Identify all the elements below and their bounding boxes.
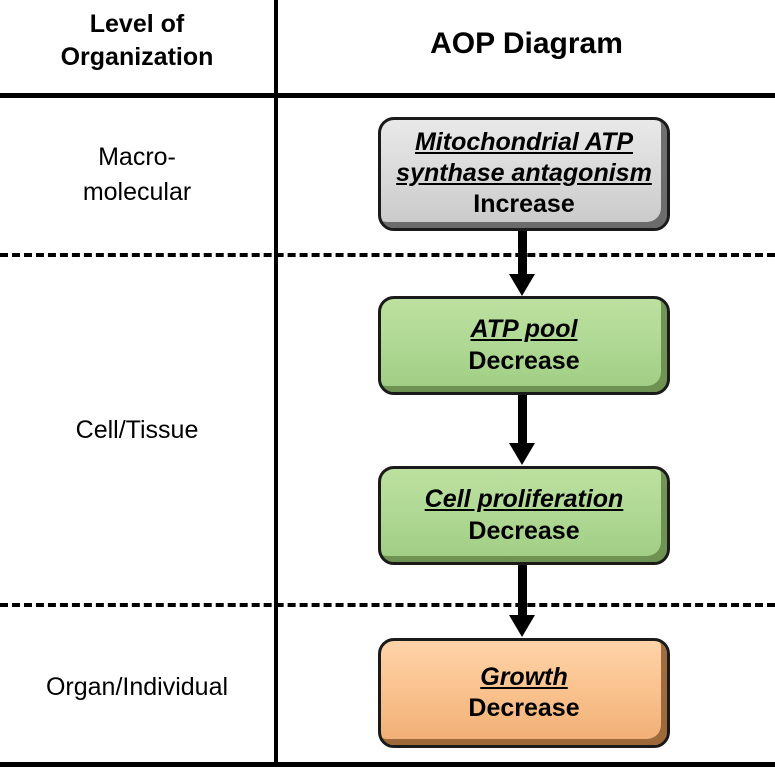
arrow-down-icon-mie-to-atp-pool <box>509 231 535 297</box>
level-label-organ-individual: Organ/Individual <box>45 673 229 701</box>
level-label-macromolecular-line1: Macro- <box>98 143 176 171</box>
column-header-aop-diagram: AOP Diagram <box>430 27 623 60</box>
arrow-down-icon-atp-pool-to-cell-proliferation <box>509 395 535 467</box>
column-divider-vertical-line <box>274 0 278 766</box>
arrow-shaft <box>518 395 527 444</box>
aop-node-atp-pool: ATP pool Decrease <box>378 296 670 395</box>
level-label-macromolecular-line2: molecular <box>82 177 192 206</box>
aop-node-name-line1: Mitochondrial ATP <box>414 128 634 157</box>
level-divider-dashed-line-1 <box>0 253 775 257</box>
arrow-head <box>509 274 535 296</box>
column-header-level-of-organization: Level of Organization <box>0 8 274 74</box>
aop-node-mitochondrial-atp-synthase-antagonism: Mitochondrial ATP synthase antagonism In… <box>378 117 670 231</box>
aop-node-direction: Decrease <box>468 346 580 375</box>
arrow-head <box>509 615 535 637</box>
arrow-shaft <box>518 231 527 275</box>
aop-node-direction: Decrease <box>468 516 580 545</box>
aop-node-name: ATP pool <box>470 315 578 344</box>
aop-node-cell-proliferation: Cell proliferation Decrease <box>378 466 670 565</box>
arrow-shaft <box>518 565 527 616</box>
header-left-line1: Level of <box>89 10 185 38</box>
aop-node-name-line2: synthase antagonism <box>396 158 652 187</box>
arrow-head <box>509 443 535 465</box>
level-label-macromolecular: Macro- molecular <box>0 140 274 209</box>
header-separator-line <box>0 93 775 98</box>
aop-node-growth: Growth Decrease <box>378 638 670 748</box>
level-divider-dashed-line-2 <box>0 603 775 607</box>
level-label-cell-tissue: Cell/Tissue <box>75 416 199 444</box>
bottom-border-line <box>0 762 775 767</box>
aop-node-name: Cell proliferation <box>424 485 624 514</box>
aop-node-direction: Decrease <box>468 694 580 723</box>
aop-node-name: Mitochondrial ATP synthase antagonism <box>396 127 652 188</box>
arrow-down-icon-cell-proliferation-to-growth <box>509 565 535 639</box>
aop-node-name: Growth <box>480 662 568 691</box>
header-left-line2: Organization <box>60 43 214 71</box>
aop-node-direction: Increase <box>473 190 575 219</box>
